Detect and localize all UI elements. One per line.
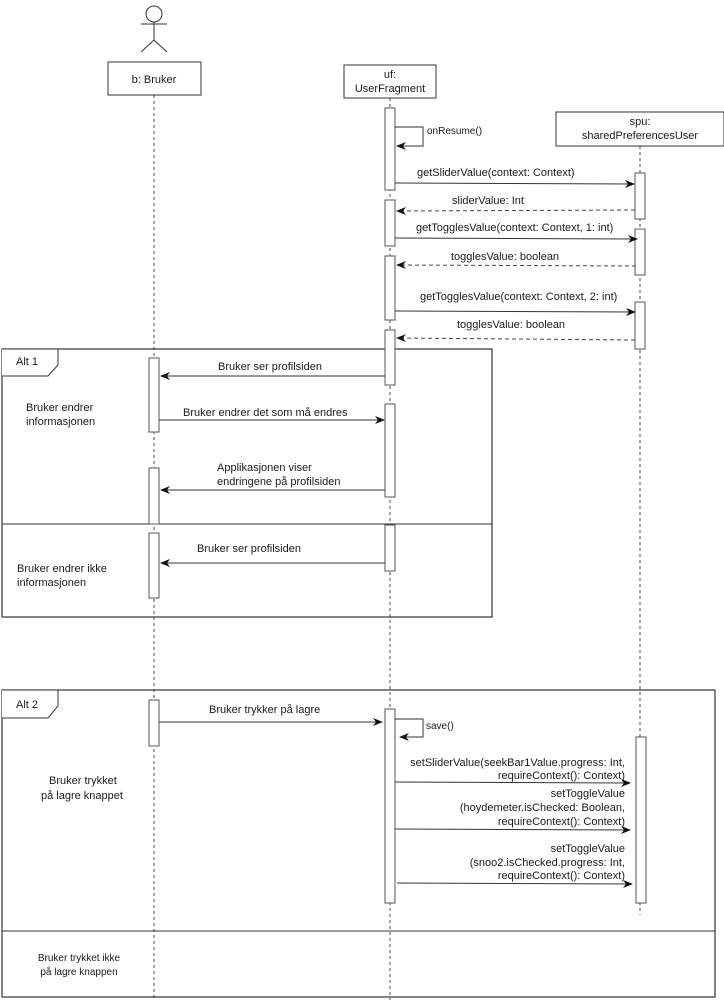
return-togglesvalue-2-label: togglesValue: boolean [457,319,565,331]
activation-bruker [148,357,160,433]
message-bruker-trykker-lagre-label: Bruker trykker på lagre [209,704,320,716]
message-onresume [395,126,424,150]
activation-bruker [148,532,160,599]
alt2-frame: Alt 2 [1,689,716,998]
set-toggle-2-line2: (snoo2.isChecked.progress: Int, [470,857,625,869]
message-gettogglesvalue-2 [394,307,636,316]
return-togglesvalue-2 [396,334,636,343]
alt1-label: Alt 1 [16,356,38,368]
message-bruker-endrer-label: Bruker endrer det som må endres [183,407,348,419]
message-onresume-label: onResume() [427,126,482,137]
return-slidervalue [396,206,636,215]
message-setslidervalue [394,778,631,787]
message-save-label: save() [426,721,454,732]
alt1-guard1-line2: informasjonen [26,416,95,428]
activation-uf [384,708,396,904]
alt1-guard2-line1: Bruker endrer ikke [17,563,107,575]
alt2-guard2-line1: Bruker trykket ikke [38,953,121,964]
alt2-guard2-line2: på lagre knappen [40,966,117,978]
alt1-msg-viser-line2: endringene på profilsiden [217,476,341,488]
message-bruker-ser-profilsiden-label: Bruker ser profilsiden [218,361,322,373]
set-toggle-2-line1: setToggleValue [551,843,625,855]
set-toggle-1-line3: requireContext(): Context) [498,816,625,828]
alt2-guard1-line1: Bruker trykket [49,775,117,787]
activation-uf [384,524,396,572]
set-toggle-1-line2: (hoydemeter.isChecked: Boolean, [460,802,625,814]
alt1-guard2-line2: informasjonen [17,577,86,589]
alt2-guard1-line2: på lagre knappet [41,790,123,802]
alt2-label: Alt 2 [16,699,38,711]
activation-uf [384,329,396,386]
activation-uf [384,199,396,247]
message-save [395,718,424,741]
actor-icon [140,5,168,53]
activation-uf [384,403,396,498]
participant-uf-line1: uf: [384,69,396,81]
participant-uf-line2: UserFragment [355,83,425,95]
return-slidervalue-label: sliderValue: Int [452,195,524,207]
activation-uf [384,107,396,191]
message-gettogglesvalue-2-label: getTogglesValue(context: Context, 2: int… [420,291,617,303]
message-settogglevalue-2 [396,879,633,888]
message-getslidervalue [394,179,635,188]
activation-spu [635,736,647,904]
participant-spu-line2: sharedPreferencesUser [582,130,699,142]
message-gettogglesvalue-1-label: getTogglesValue(context: Context, 1: int… [416,222,613,234]
alt1-msg-ser-profil-2-label: Bruker ser profilsiden [197,543,301,555]
message-gettogglesvalue-1 [394,234,638,243]
activation-spu [634,228,646,276]
participant-bruker-label: b: Bruker [132,74,177,86]
participant-sharedpreferencesuser: spu: sharedPreferencesUser [555,111,724,147]
activation-bruker [148,699,160,747]
set-slider-line1: setSliderValue(seekBar1Value.progress: I… [410,757,625,769]
activation-spu [634,172,646,220]
activation-uf [384,255,396,321]
message-settogglevalue-1 [394,825,631,834]
set-slider-line2: requireContext(): Context) [498,770,625,782]
alt1-frame: Alt 1 [1,348,493,618]
activation-spu [634,301,646,350]
set-toggle-2-line3: requireContext(): Context) [498,870,625,882]
participant-userfragment: uf: UserFragment [343,64,437,99]
return-togglesvalue-1-label: togglesValue: boolean [451,251,559,263]
participant-spu-line1: spu: [630,116,651,128]
set-toggle-1-line1: setToggleValue [551,788,625,800]
return-togglesvalue-1 [396,261,637,270]
activation-bruker [148,467,160,525]
alt1-msg-viser-line1: Applikasjonen viser [217,462,312,474]
alt1-guard1-line1: Bruker endrer [26,402,94,414]
message-getslidervalue-label: getSliderValue(context: Context) [417,167,575,179]
participant-bruker: b: Bruker [107,61,202,96]
